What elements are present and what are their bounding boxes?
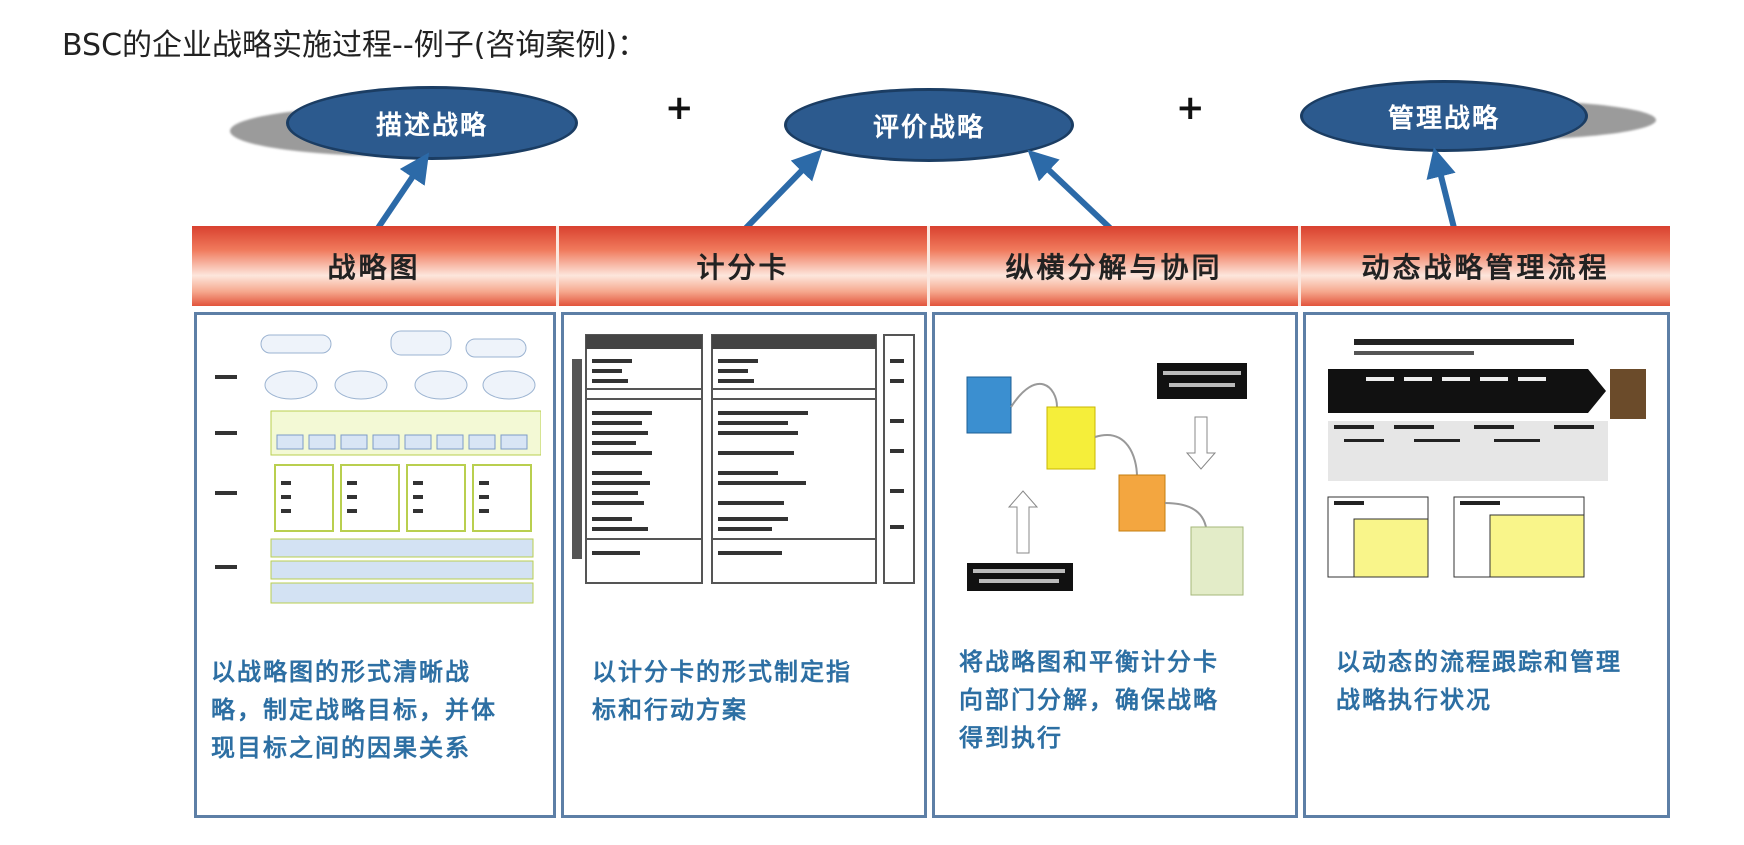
panel-scorecard: 以计分卡的形式制定指标和行动方案 xyxy=(561,312,927,818)
description-strategy-map: 以战略图的形式清晰战略，制定战略目标，并体现目标之间的因果关系 xyxy=(211,658,497,762)
cascade-diagram-icon xyxy=(947,327,1287,607)
description-process: 以动态的流程跟踪和管理战略执行状况 xyxy=(1336,648,1622,714)
strategy-map-icon xyxy=(211,325,541,615)
oval-evaluate-strategy: 评价战略 xyxy=(784,88,1074,162)
description-cascade: 将战略图和平衡计分卡向部门分解，确保战略得到执行 xyxy=(959,648,1219,752)
arrow-cascade-to-evaluate xyxy=(1027,149,1113,231)
column-header-scorecard: 计分卡 xyxy=(696,251,790,284)
arrow-strategy-map-to-describe xyxy=(375,152,430,230)
oval-label: 描述战略 xyxy=(375,110,488,141)
panel-strategy-map: 以战略图的形式清晰战略，制定战略目标，并体现目标之间的因果关系 xyxy=(194,312,556,818)
column-header-cascade: 纵横分解与协同 xyxy=(1005,251,1223,284)
arrow-process-to-manage xyxy=(1426,147,1457,229)
oval-label: 管理战略 xyxy=(1387,103,1500,134)
page-title: BSC的企业战略实施过程--例子(咨询案例)： xyxy=(62,28,648,63)
header-banner xyxy=(192,226,1670,306)
plus-sign: + xyxy=(1176,88,1205,128)
oval-describe-strategy: 描述战略 xyxy=(286,86,578,160)
banner-divider xyxy=(556,226,559,306)
arrow-scorecard-to-evaluate xyxy=(743,149,823,231)
plus-sign: + xyxy=(665,88,694,128)
description-scorecard: 以计分卡的形式制定指标和行动方案 xyxy=(592,658,852,724)
process-flow-icon xyxy=(1314,329,1664,589)
oval-label: 评价战略 xyxy=(872,112,985,143)
column-header-strategy-map: 战略图 xyxy=(327,251,421,284)
scorecard-table-icon xyxy=(572,329,918,589)
banner-divider xyxy=(927,226,930,306)
column-header-process: 动态战略管理流程 xyxy=(1361,251,1610,284)
banner-divider xyxy=(1298,226,1301,306)
panel-cascade: 将战略图和平衡计分卡向部门分解，确保战略得到执行 xyxy=(932,312,1298,818)
panel-process: 以动态的流程跟踪和管理战略执行状况 xyxy=(1303,312,1670,818)
